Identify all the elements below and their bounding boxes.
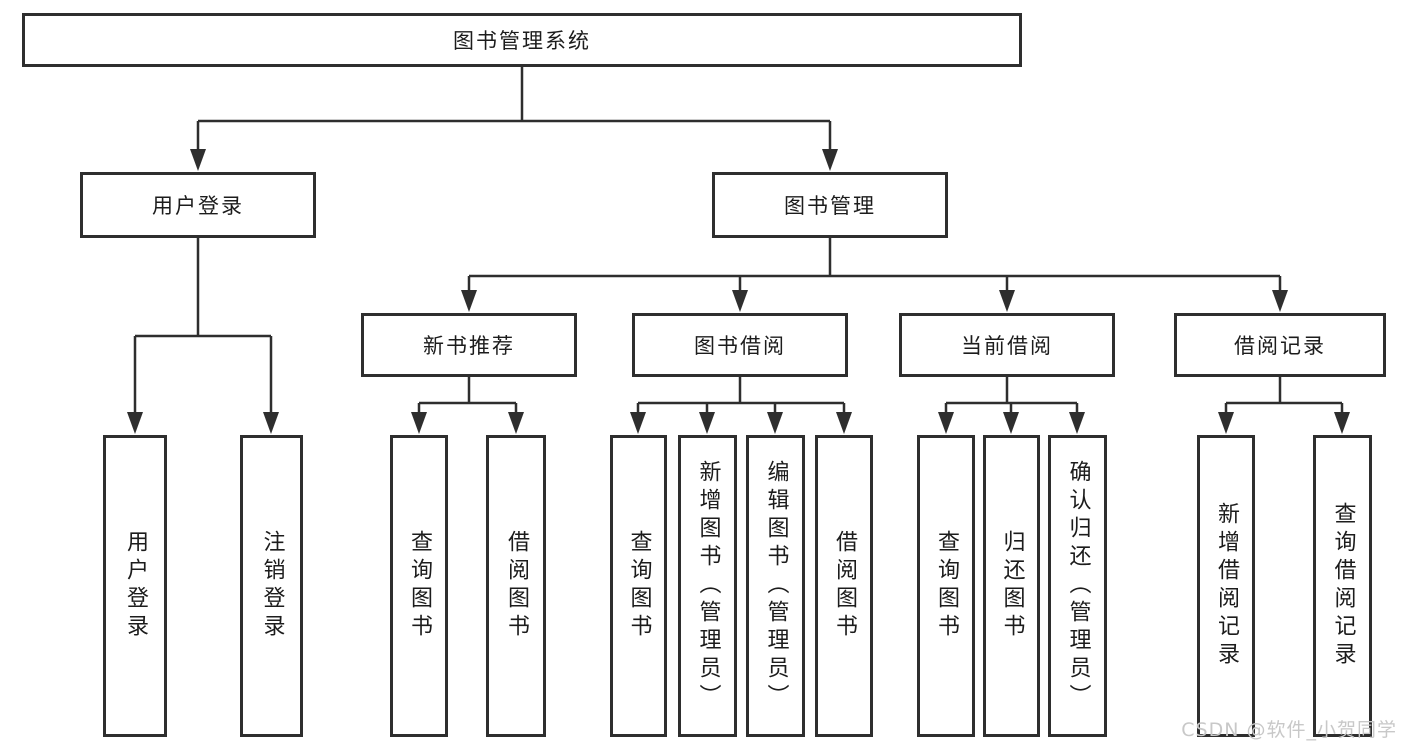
csdn-watermark: CSDN @软件_小贺同学 bbox=[1181, 719, 1397, 741]
leaf-return-book-label: 归还图书 bbox=[999, 530, 1025, 642]
leaf-user-login-label: 用户登录 bbox=[123, 530, 148, 642]
leaf-borrow-books-label: 借阅图书 bbox=[832, 530, 857, 642]
leaf-add-borrow-record-label: 新增借阅记录 bbox=[1214, 502, 1239, 670]
node-root-label: 图书管理系统 bbox=[453, 29, 591, 53]
leaf-edit-book-admin: 编辑图书（管理员） bbox=[746, 435, 805, 737]
node-book-borrow: 图书借阅 bbox=[632, 313, 848, 377]
node-user-login-label: 用户登录 bbox=[152, 194, 244, 218]
leaf-query-borrow-record-label: 查询借阅记录 bbox=[1330, 502, 1356, 670]
leaf-return-book: 归还图书 bbox=[983, 435, 1040, 737]
node-book-management: 图书管理 bbox=[712, 172, 948, 238]
node-book-management-label: 图书管理 bbox=[784, 194, 876, 218]
node-current-borrow: 当前借阅 bbox=[899, 313, 1115, 377]
leaf-add-book-admin: 新增图书（管理员） bbox=[678, 435, 737, 737]
node-current-borrow-label: 当前借阅 bbox=[961, 334, 1053, 358]
node-user-login: 用户登录 bbox=[80, 172, 316, 238]
node-new-book-recommend: 新书推荐 bbox=[361, 313, 577, 377]
leaf-recommend-borrow-books-label: 借阅图书 bbox=[504, 530, 529, 642]
node-borrow-records-label: 借阅记录 bbox=[1234, 334, 1326, 358]
leaf-recommend-query-books-label: 查询图书 bbox=[407, 530, 432, 642]
leaf-borrow-query-books-label: 查询图书 bbox=[626, 530, 652, 642]
leaf-user-login: 用户登录 bbox=[103, 435, 167, 737]
leaf-confirm-return-admin: 确认归还（管理员） bbox=[1048, 435, 1107, 737]
leaf-current-query-books: 查询图书 bbox=[917, 435, 975, 737]
leaf-recommend-borrow-books: 借阅图书 bbox=[486, 435, 546, 737]
node-borrow-records: 借阅记录 bbox=[1174, 313, 1386, 377]
leaf-logout: 注销登录 bbox=[240, 435, 303, 737]
leaf-confirm-return-admin-label: 确认归还（管理员） bbox=[1065, 460, 1091, 712]
leaf-borrow-query-books: 查询图书 bbox=[610, 435, 667, 737]
leaf-query-borrow-record: 查询借阅记录 bbox=[1313, 435, 1372, 737]
leaf-recommend-query-books: 查询图书 bbox=[390, 435, 448, 737]
node-root: 图书管理系统 bbox=[22, 13, 1022, 67]
leaf-edit-book-admin-label: 编辑图书（管理员） bbox=[763, 460, 789, 712]
leaf-add-borrow-record: 新增借阅记录 bbox=[1197, 435, 1255, 737]
leaf-borrow-books: 借阅图书 bbox=[815, 435, 873, 737]
leaf-current-query-books-label: 查询图书 bbox=[934, 530, 959, 642]
node-new-book-recommend-label: 新书推荐 bbox=[423, 334, 515, 358]
leaf-add-book-admin-label: 新增图书（管理员） bbox=[695, 460, 721, 712]
node-book-borrow-label: 图书借阅 bbox=[694, 334, 786, 358]
leaf-logout-label: 注销登录 bbox=[259, 530, 285, 642]
